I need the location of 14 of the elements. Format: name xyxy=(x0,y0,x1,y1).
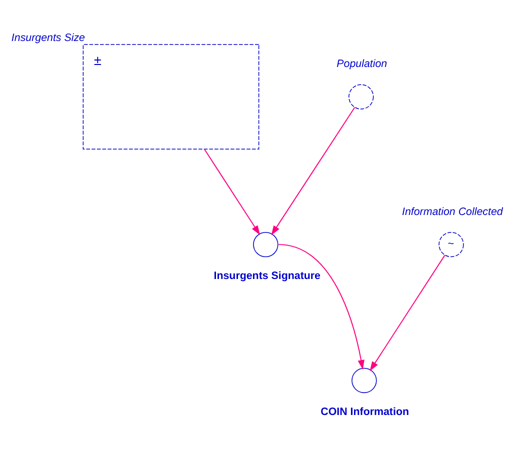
arrow xyxy=(204,148,260,235)
node-box: ± xyxy=(82,44,260,149)
node-circle xyxy=(253,231,278,257)
node-label: Insurgents Size xyxy=(11,31,85,44)
arrow xyxy=(278,244,364,370)
node-label: Information Collected xyxy=(402,205,503,218)
node-label: COIN Information xyxy=(320,405,409,418)
node-circle: ~ xyxy=(438,231,464,257)
node-label: Insurgents Signature xyxy=(214,270,321,282)
arrow xyxy=(271,106,356,235)
node-circle xyxy=(348,84,374,109)
node-label: Population xyxy=(336,58,388,70)
node-circle xyxy=(352,367,377,393)
arrow xyxy=(370,254,446,371)
